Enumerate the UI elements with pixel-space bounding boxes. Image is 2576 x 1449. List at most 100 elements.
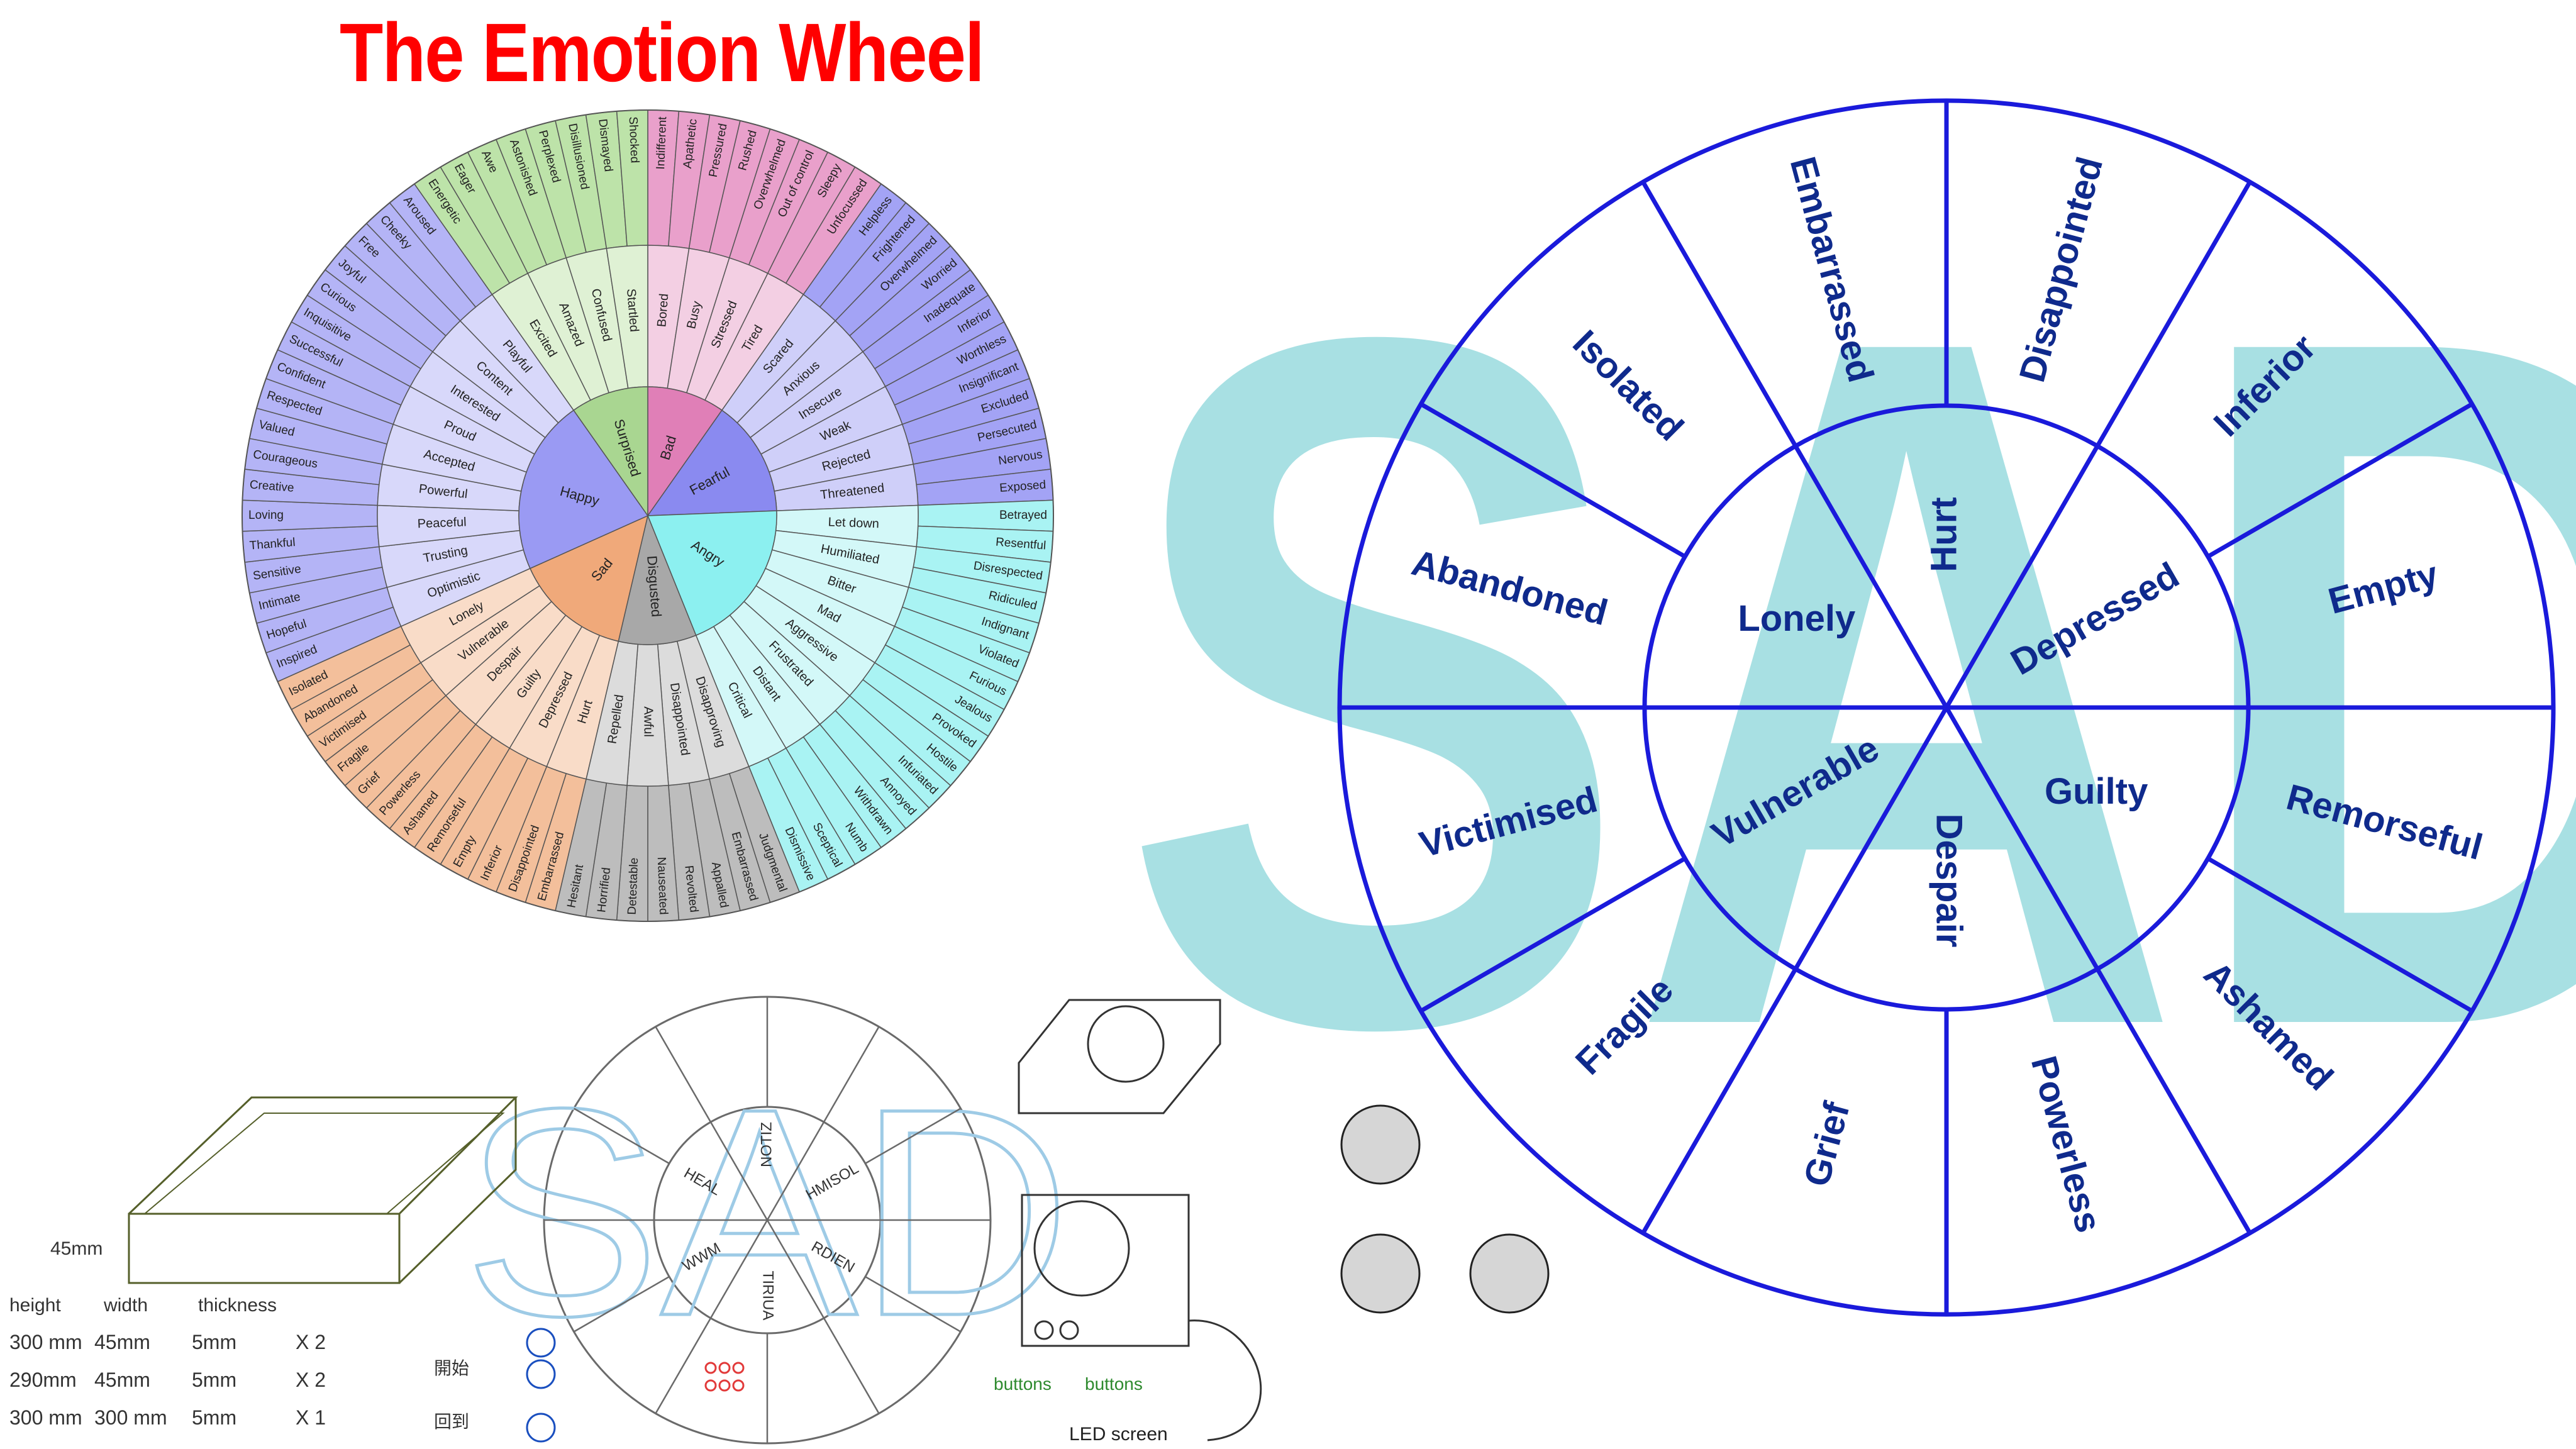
sketch-red-dot (704, 1379, 717, 1392)
sketch-scribble: NOTIZ (758, 1122, 775, 1167)
box-front (128, 1213, 401, 1284)
sad-outer-divider (1641, 180, 1798, 448)
box-table-cell: 5mm (192, 1331, 236, 1353)
box-side-label: 回到 (434, 1412, 469, 1431)
sad-outer-divider (1641, 967, 1798, 1235)
sad-inner-label: Despair (1929, 814, 1970, 948)
sad-inner-divider (1944, 706, 2100, 970)
sketch-inner-divider (709, 1121, 769, 1221)
box-side-circle (526, 1413, 556, 1443)
sketch-outer-divider (865, 1108, 962, 1165)
core-segment (573, 386, 648, 518)
box-dim-label: 45mm (50, 1238, 103, 1259)
sad-inner-divider (1944, 445, 2100, 709)
device-top-view (1018, 999, 1221, 1114)
middle-label: Awful (641, 706, 655, 737)
device-label-buttons: buttons (994, 1374, 1052, 1394)
box-side-label: 開始 (434, 1358, 469, 1378)
gray-button (1340, 1104, 1421, 1185)
box-side-circle (526, 1359, 556, 1389)
outer-label: Loving (248, 509, 284, 522)
core-segment (618, 514, 697, 645)
sketch-red-dot (704, 1362, 717, 1374)
box-table-cell: 45mm (94, 1331, 150, 1353)
sketch-outer-divider (655, 1026, 712, 1123)
sad-inner-divider (1793, 706, 1949, 970)
box-table-cell: 290mm (9, 1368, 77, 1391)
sad-watermark: SAD (1119, 135, 2576, 1230)
sketch-red-dot (732, 1362, 745, 1374)
device-label-buttons: buttons (1085, 1374, 1143, 1394)
box-table-cell: X 2 (296, 1331, 326, 1353)
box-table-header: height (9, 1295, 61, 1316)
sketch-red-dot (732, 1379, 745, 1392)
device-front-view (1021, 1194, 1190, 1347)
device-label-led: LED screen (1069, 1424, 1168, 1445)
sad-outer-divider (2095, 967, 2252, 1235)
middle-label: Startled (624, 288, 641, 332)
device-button (1059, 1320, 1079, 1340)
sketch-red-dot (718, 1362, 731, 1374)
sketch-red-dot (718, 1379, 731, 1392)
gray-button (1469, 1233, 1550, 1314)
sad-outer-divider (1419, 402, 1687, 559)
box-table-cell: X 1 (296, 1406, 326, 1429)
box-table-cell: 45mm (94, 1368, 150, 1391)
sketch-outer-divider (655, 1318, 712, 1414)
device-arrow (1188, 1319, 1262, 1441)
box-top-edge (128, 1096, 518, 1215)
sad-inner-label: Guilty (2045, 771, 2148, 812)
sad-inner-divider (1793, 445, 1949, 709)
core-segment (647, 386, 723, 518)
core-segment (529, 514, 649, 642)
sketch-inner-divider (709, 1219, 769, 1319)
sad-inner-label: Hurt (1923, 497, 1964, 572)
sketch-inner-divider (766, 1219, 825, 1319)
outer-label: Nauseated (655, 857, 670, 915)
box-inner-edge (144, 1113, 505, 1214)
outer-label: Betrayed (999, 509, 1047, 522)
middle-label: Let down (828, 515, 879, 531)
middle-label: Peaceful (417, 515, 467, 531)
device-front-dial (1033, 1200, 1130, 1297)
box-table-cell: 5mm (192, 1368, 236, 1391)
device-button (1034, 1320, 1054, 1340)
gray-button (1340, 1233, 1421, 1314)
sketch-outer-divider (823, 1318, 880, 1414)
device-top-dial (1087, 1005, 1165, 1083)
middle-label: Bored (655, 293, 671, 328)
core-segment (518, 409, 649, 569)
box-table-cell: 300 mm (9, 1406, 82, 1429)
sad-outer-divider (2206, 402, 2473, 559)
box-table-cell: X 2 (296, 1368, 326, 1391)
sketch-inner-divider (766, 1121, 825, 1221)
sketch-scribble: TIRIUA (760, 1271, 777, 1321)
box-table-cell: 300 mm (9, 1331, 82, 1353)
core-segment (647, 510, 777, 636)
sad-outer-divider (1419, 856, 1687, 1013)
box-table-header: width (103, 1295, 148, 1316)
box-side-edge (398, 1097, 517, 1284)
sketch-outer-divider (573, 1275, 670, 1333)
outer-label: Indifferent (654, 116, 669, 170)
sad-outer-divider (2206, 856, 2473, 1013)
sketch-outer-divider (823, 1026, 880, 1123)
outer-ring (242, 109, 1054, 922)
box-table-cell: 5mm (192, 1406, 236, 1429)
box-side-circle (526, 1328, 556, 1358)
outer-label: Detestable (626, 857, 641, 915)
page-title: The Emotion Wheel (340, 6, 985, 99)
outer-label: Shocked (626, 116, 641, 164)
core-segment (647, 409, 777, 516)
box-table-header: thickness (198, 1295, 277, 1316)
sketch-outer-divider (573, 1108, 670, 1165)
sad-inner-label: Lonely (1738, 598, 1855, 639)
box-table-cell: 300 mm (94, 1406, 167, 1429)
